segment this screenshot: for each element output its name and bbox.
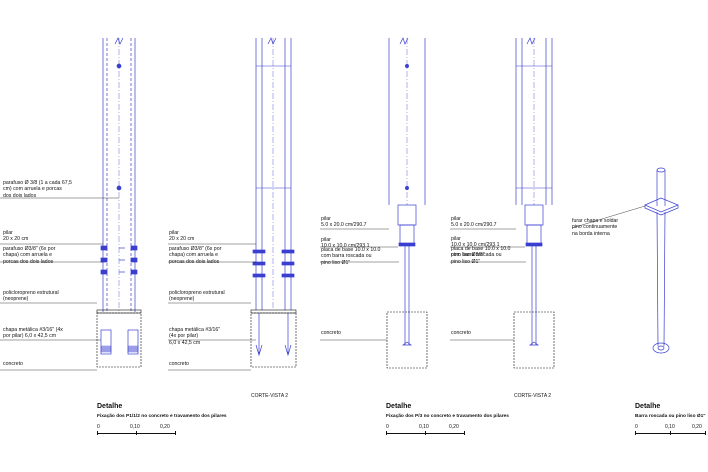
label-pilar: pilar 10.0 x 10.0 cm/293.1 (451, 236, 500, 249)
scale-tick: 0,10 (130, 424, 140, 430)
label-pilar: pilar 10.0 x 10.0 cm/293.1 (321, 237, 370, 250)
bolt-group-2 (252, 249, 295, 278)
cut-label: CORTE-VISTA 2 (514, 393, 552, 399)
label-placa: placa de base 10.0 x 10.0 com barra rosc… (451, 246, 511, 265)
detail-title: Detalhe (97, 403, 123, 410)
detail-1-drawing (96, 37, 142, 368)
scale-bar: 0 0,10 0,20 (386, 424, 466, 442)
label-furar: furar chapa e soldar pino continuamente … (572, 218, 619, 237)
detail-title: Detalhe (635, 403, 661, 410)
label-pino: pino liso Ø3/8" (451, 252, 485, 258)
label-parafuso: parafuso Ø 3/8 (1 a cada 67,5 cm) com ar… (3, 180, 72, 199)
detail-5-drawing (644, 167, 679, 354)
scale-tick: 0,10 (665, 424, 675, 430)
label-concreto: concreto (451, 330, 471, 336)
label-parafuso-chapa: parafuso Ø3/8" (6x por chapa) com arruel… (169, 246, 222, 265)
detail-subtitle: Fixação dos P/3 no concreto e travamento… (386, 414, 509, 419)
scale-bar: 0 0,10 0,20 (97, 424, 177, 442)
bolt-group-1 (100, 245, 138, 275)
detail-title: Detalhe (386, 403, 412, 410)
label-parafuso-chapa: parafuso Ø3/8" (6x por chapa) com arruel… (3, 246, 56, 265)
detail-4-drawing (513, 37, 555, 369)
label-pilar: pilar 5.0 x 20.0 cm/290.7 (321, 216, 367, 229)
label-pilar: pilar 5.0 x 20.0 cm/290.7 (451, 216, 497, 229)
scale-tick: 0,20 (160, 424, 170, 430)
cut-label: CORTE-VISTA 2 (251, 393, 289, 399)
label-chapa: chapa metálica #3/16" (4x por pilar) 6,0… (3, 327, 63, 340)
scale-tick: 0,10 (419, 424, 429, 430)
scale-tick: 0 (97, 424, 100, 430)
scale-tick: 0,20 (449, 424, 459, 430)
label-pilar: pilar 20 x 20 cm (169, 230, 195, 243)
detail-3-drawing (386, 37, 428, 369)
label-chapa: chapa metálica #3/16" (4x por pilar) 6,0… (169, 327, 221, 346)
scale-tick: 0 (635, 424, 638, 430)
scale-tick: 0 (386, 424, 389, 430)
label-concreto: concreto (321, 330, 341, 336)
label-pilar: pilar 20 x 20 cm (3, 230, 29, 243)
detail-subtitle: Fixação dos P1/1/2 no concreto e travame… (97, 414, 227, 419)
label-policloropreno: policloropreno estrutural (neoprene) (3, 290, 59, 303)
leader-lines (0, 197, 646, 371)
detail-subtitle: Barra roscada ou pino liso Ø1" (635, 414, 706, 419)
scale-bar: 0 0,10 0,20 (635, 424, 707, 442)
detail-2-drawing (250, 37, 297, 368)
label-concreto: concreto (169, 361, 189, 367)
label-policloropreno: policloropreno estrutural (neoprene) (169, 290, 225, 303)
scale-tick: 0,20 (692, 424, 702, 430)
label-placa: placa de base 10.0 x 10.0 com barra rosc… (321, 247, 381, 266)
label-concreto: concreto (3, 361, 23, 367)
